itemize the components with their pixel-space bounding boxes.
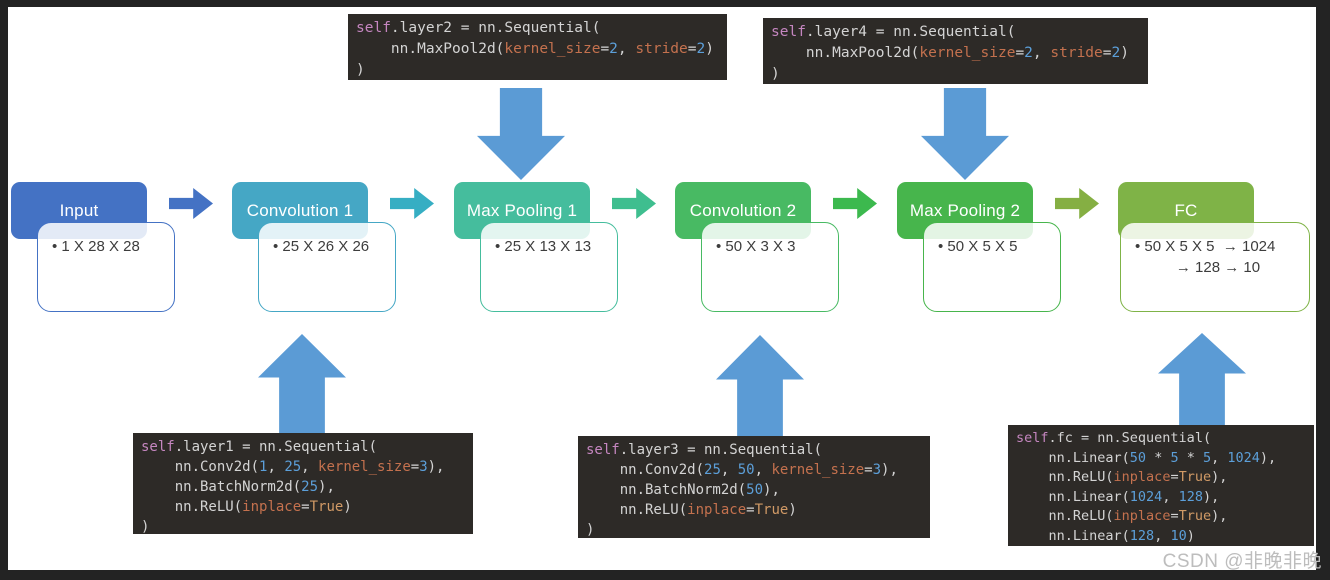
code-line: nn.ReLU(inplace=True), — [1016, 469, 1228, 485]
code-line: nn.Linear(50 * 5 * 5, 1024), — [1016, 449, 1277, 466]
node-label: FC — [1174, 200, 1198, 220]
code-line: nn.MaxPool2d(kernel_size=2, stride=2) — [771, 45, 1129, 61]
code-line: ) — [586, 522, 595, 538]
code-block-layer1: self.layer1 = nn.Sequential( nn.Conv2d(1… — [133, 433, 473, 534]
node-conv2-detail-box: • 50 X 3 X 3 — [701, 222, 839, 312]
code-block-layer2: self.layer2 = nn.Sequential( nn.MaxPool2… — [348, 14, 727, 80]
code-block-fc_code: self.fc = nn.Sequential( nn.Linear(50 * … — [1008, 425, 1314, 546]
code-line: nn.BatchNorm2d(50), — [586, 482, 780, 498]
node-label: Max Pooling 1 — [466, 200, 578, 220]
node-conv1-detail-box: • 25 X 26 X 26 — [258, 222, 396, 312]
code-line: nn.Linear(1024, 128), — [1016, 488, 1220, 505]
node-detail-text: • 25 X 13 X 13 — [495, 238, 592, 255]
node-detail-text: • 50 X 5 X 5 — [938, 238, 1018, 255]
code-line: nn.Conv2d(1, 25, kernel_size=3), — [141, 459, 445, 475]
code-line: nn.Linear(128, 10) — [1016, 527, 1195, 544]
node-label: Convolution 1 — [246, 200, 354, 220]
code-line: nn.ReLU(inplace=True) — [586, 502, 797, 518]
code-line: ) — [356, 62, 365, 78]
code-line: nn.ReLU(inplace=True), — [1016, 508, 1228, 524]
code-line: self.layer2 = nn.Sequential( — [356, 20, 601, 36]
code-line: nn.BatchNorm2d(25), — [141, 479, 335, 495]
code-line: ) — [141, 519, 150, 534]
node-label: Input — [59, 200, 99, 220]
node-label: Max Pooling 2 — [909, 200, 1021, 220]
code-line: self.layer4 = nn.Sequential( — [771, 24, 1016, 40]
node-input-detail-box: • 1 X 28 X 28 — [37, 222, 175, 312]
code-line: nn.ReLU(inplace=True) — [141, 499, 352, 515]
code-line: self.fc = nn.Sequential( — [1016, 430, 1212, 446]
node-detail-text: • 50 X 5 X 5 → 1024 — [1135, 238, 1276, 255]
node-detail-text: • 50 X 3 X 3 — [716, 238, 796, 255]
code-line: nn.MaxPool2d(kernel_size=2, stride=2) — [356, 41, 714, 57]
node-detail-text: • 25 X 26 X 26 — [273, 238, 370, 255]
code-line: self.layer1 = nn.Sequential( — [141, 439, 378, 455]
node-label: Convolution 2 — [689, 200, 797, 220]
node-detail-text: • 1 X 28 X 28 — [52, 238, 140, 255]
code-line: nn.Conv2d(25, 50, kernel_size=3), — [586, 462, 898, 478]
code-line: ) — [771, 66, 780, 82]
watermark: CSDN @非晚非晚 — [1162, 551, 1322, 572]
code-line: self.layer3 = nn.Sequential( — [586, 442, 823, 458]
node-maxpool1-detail-box: • 25 X 13 X 13 — [480, 222, 618, 312]
code-block-layer4: self.layer4 = nn.Sequential( nn.MaxPool2… — [763, 18, 1148, 84]
code-block-layer3: self.layer3 = nn.Sequential( nn.Conv2d(2… — [578, 436, 930, 538]
node-fc-detail-box: • 50 X 5 X 5 → 1024 → 128 → 10 — [1120, 222, 1310, 312]
node-detail-text: → 128 → 10 — [1175, 259, 1261, 276]
node-maxpool2-detail-box: • 50 X 5 X 5 — [923, 222, 1061, 312]
